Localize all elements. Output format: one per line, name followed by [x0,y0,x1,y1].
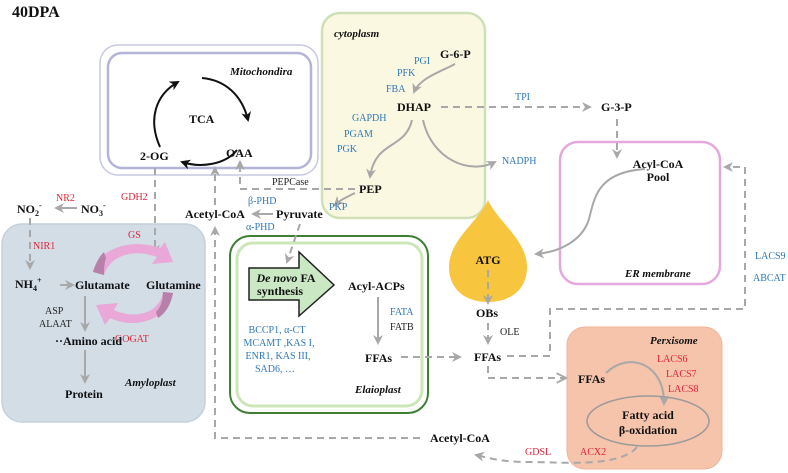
enzyme-pgi: PGI [414,56,430,67]
g6p-to-dhap-arrow [412,63,456,94]
dhap-to-pep-arrow [366,119,413,179]
de-novo-label-1: De novo FA [255,271,315,285]
tca-arrow-right [201,77,251,122]
enzyme-pgk: PGK [337,144,358,155]
peroxisome-compartment [566,326,723,470]
enzyme-lacs9: LACS9 [755,251,786,262]
fas-enzyme-4: SAD6, … [255,364,295,375]
acetylcoa-bottom-label: Acetyl-CoA [430,431,490,445]
enzyme-beta-phd: β-PHD [248,196,276,207]
tca-label: TCA [189,112,215,126]
mitochondria-label: Mitochondira [229,66,293,78]
acylcoa-pool-label-2: Pool [647,170,670,184]
enzyme-acx2: ACX2 [580,447,606,458]
beta-oxidation-ellipse [586,395,710,447]
gogat-arrow [96,292,173,325]
oaa-label: OAA [226,146,253,160]
beta-ox-to-acetylcoa-arrow [474,446,638,464]
dhap-label: DHAP [397,100,431,114]
enzyme-pgam: PGAM [344,129,373,140]
enzyme-asp: ASP [45,306,64,317]
enzyme-pkp: PKP [329,202,348,213]
cytoplasm-label: cytoplasm [334,28,380,40]
no2-label: NO2- [17,201,42,218]
enzyme-gdh2: GDH2 [121,192,148,203]
pep-to-oaa-arrow [235,160,355,190]
peroxisome-label: Perxisome [650,335,698,347]
enzyme-gdsl: GDSL [525,447,551,458]
2og-label: 2-OG [140,149,169,163]
glutamate-label: Glutamate [75,278,130,292]
protein-label: Protein [65,387,103,401]
enzyme-nr2: NR2 [56,193,75,204]
cytoplasm-compartment [320,11,487,220]
ffas-peroxisome-label: FFAs [578,372,605,386]
ffa-to-peroxisome-arrow [487,366,565,378]
enzyme-ole: OLE [500,327,519,338]
atg-label: ATG [475,253,500,267]
gs-arrow [93,242,173,275]
gogat-arrow-shade [156,292,173,318]
enzyme-gapdh: GAPDH [352,113,386,124]
pyruvate-to-fa-synthesis-arrow [284,223,301,264]
enzyme-nir1: NIR1 [33,241,55,252]
elaioplast-label: Elaioplast [354,384,402,396]
enzyme-tpi: TPI [515,92,530,103]
obs-label: OBs [476,306,498,320]
acetylcoa-recycle-arrow [210,226,420,439]
ffa-to-beta-oxidation-arrow [605,361,670,406]
ffas-elaioplast-label: FFAs [365,351,392,365]
ffas-cytoplasm-label: FFAs [474,350,501,364]
nadph-label: NADPH [502,156,536,167]
acyl-acps-label: Acyl-ACPs [348,279,405,293]
fas-enzyme-1: BCCP1, α-CT [249,325,306,336]
fas-enzyme-2: MCAMT ,KAS I, [244,338,315,349]
enzyme-fatb: FATB [390,322,414,333]
er-membrane-compartment [558,140,722,286]
pep-to-pyruvate-arrow [333,192,356,207]
enzyme-alpha-phd: α-PHD [246,222,275,233]
amyloplast-compartment [1,223,206,423]
atg-oil-droplet [449,200,527,302]
acylcoa-pool-label-1: Acyl-CoA [633,157,684,171]
enzyme-alaat: ALAAT [39,319,72,330]
enzyme-gs: GS [128,230,141,241]
fatty-acid-label: Fatty acid [622,408,674,422]
enzyme-pepcase: PEPCase [272,177,309,188]
acetylcoa-top-label: Acetyl-CoA [185,207,245,221]
dhap-to-nadph-arrow [422,119,497,171]
fas-enzyme-3: ENR1, KAS III, [246,351,311,362]
de-novo-fa-arrow [248,250,336,318]
tca-arrow-bottom [180,149,238,170]
pep-label: PEP [359,182,382,196]
no3-label: NO3- [81,201,106,218]
enzyme-lacs7: LACS7 [666,369,697,380]
enzyme-lacs6: LACS6 [657,354,688,365]
g6p-label: G-6-P [440,47,471,61]
nh4-label: NH4+ [15,276,42,293]
enzyme-lacs8: LACS8 [668,384,699,395]
figure-title: 40DPA [12,4,60,21]
er-membrane-label: ER membrane [624,268,691,280]
enzyme-fata: FATA [390,307,414,318]
beta-oxidation-label: β-oxidation [619,423,678,437]
amyloplast-label: Amyloplast [124,377,177,389]
enzyme-fba: FBA [386,84,406,95]
enzyme-gogat: GOGAT [115,334,149,345]
glutamine-label: Glutamine [146,278,201,292]
de-novo-label-2: synthesis [257,284,303,298]
g3p-label: G-3-P [601,100,632,114]
amino-acid-label: ··Amino acid [55,334,122,348]
enzyme-pfk: PFK [397,68,416,79]
enzyme-abcat: ABCAT [753,273,786,284]
tca-arrow-left [153,81,180,148]
gs-arrow-shade [93,252,106,275]
pyruvate-label: Pyruvate [276,207,323,221]
acylcoa-to-atg-arrow [534,168,646,259]
mitochondria-inner [106,51,313,170]
